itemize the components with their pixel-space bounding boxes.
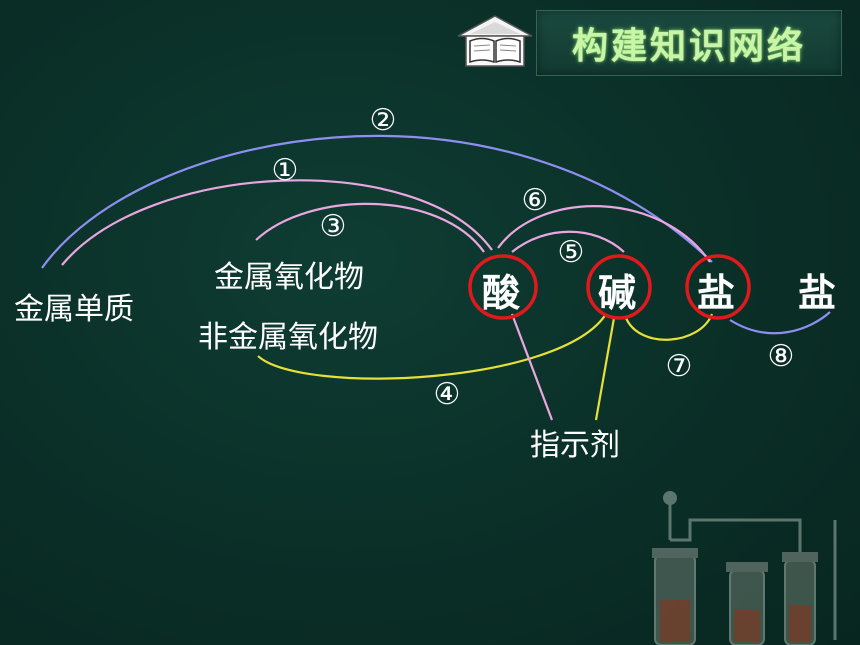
relation-7: ⑦ <box>665 349 693 384</box>
relation-3: ③ <box>319 209 347 244</box>
relation-5: ⑤ <box>557 235 585 270</box>
link-metal-acid <box>61 179 493 266</box>
link-base-salt <box>624 313 714 341</box>
link-metal-salt <box>41 134 713 269</box>
title-banner: 构建知识网络 <box>536 10 842 76</box>
node-salt: 盐 <box>697 271 736 315</box>
node-indicator: 指示剂 <box>530 428 620 463</box>
acid-ring <box>468 254 538 320</box>
node-nonmetal-oxide: 非金属氧化物 <box>198 320 378 355</box>
lab-bottles-image <box>652 491 837 645</box>
salt-ring <box>685 254 751 320</box>
node-acid: 酸 <box>482 271 521 315</box>
link-acid-indicator <box>510 313 554 421</box>
page-title: 构建知识网络 <box>571 25 806 67</box>
relation-1: ① <box>271 153 299 188</box>
node-base: 碱 <box>598 271 637 315</box>
node-metal-oxide: 金属氧化物 <box>214 260 364 295</box>
link-salt-salt <box>729 311 831 335</box>
relation-2: ② <box>369 103 397 138</box>
relation-8: ⑧ <box>767 339 795 374</box>
base-ring <box>586 254 652 320</box>
node-metal: 金属单质 <box>14 292 134 327</box>
link-nonmetaloxide-base <box>257 313 607 380</box>
link-base-indicator <box>594 317 616 421</box>
link-acid-base <box>511 230 625 253</box>
relation-4: ④ <box>433 377 461 412</box>
node-salt-2: 盐 <box>798 271 837 315</box>
link-metaloxide-acid <box>255 202 485 253</box>
link-acid-salt <box>497 205 711 263</box>
book-icon <box>457 15 533 67</box>
relation-6: ⑥ <box>521 183 549 218</box>
